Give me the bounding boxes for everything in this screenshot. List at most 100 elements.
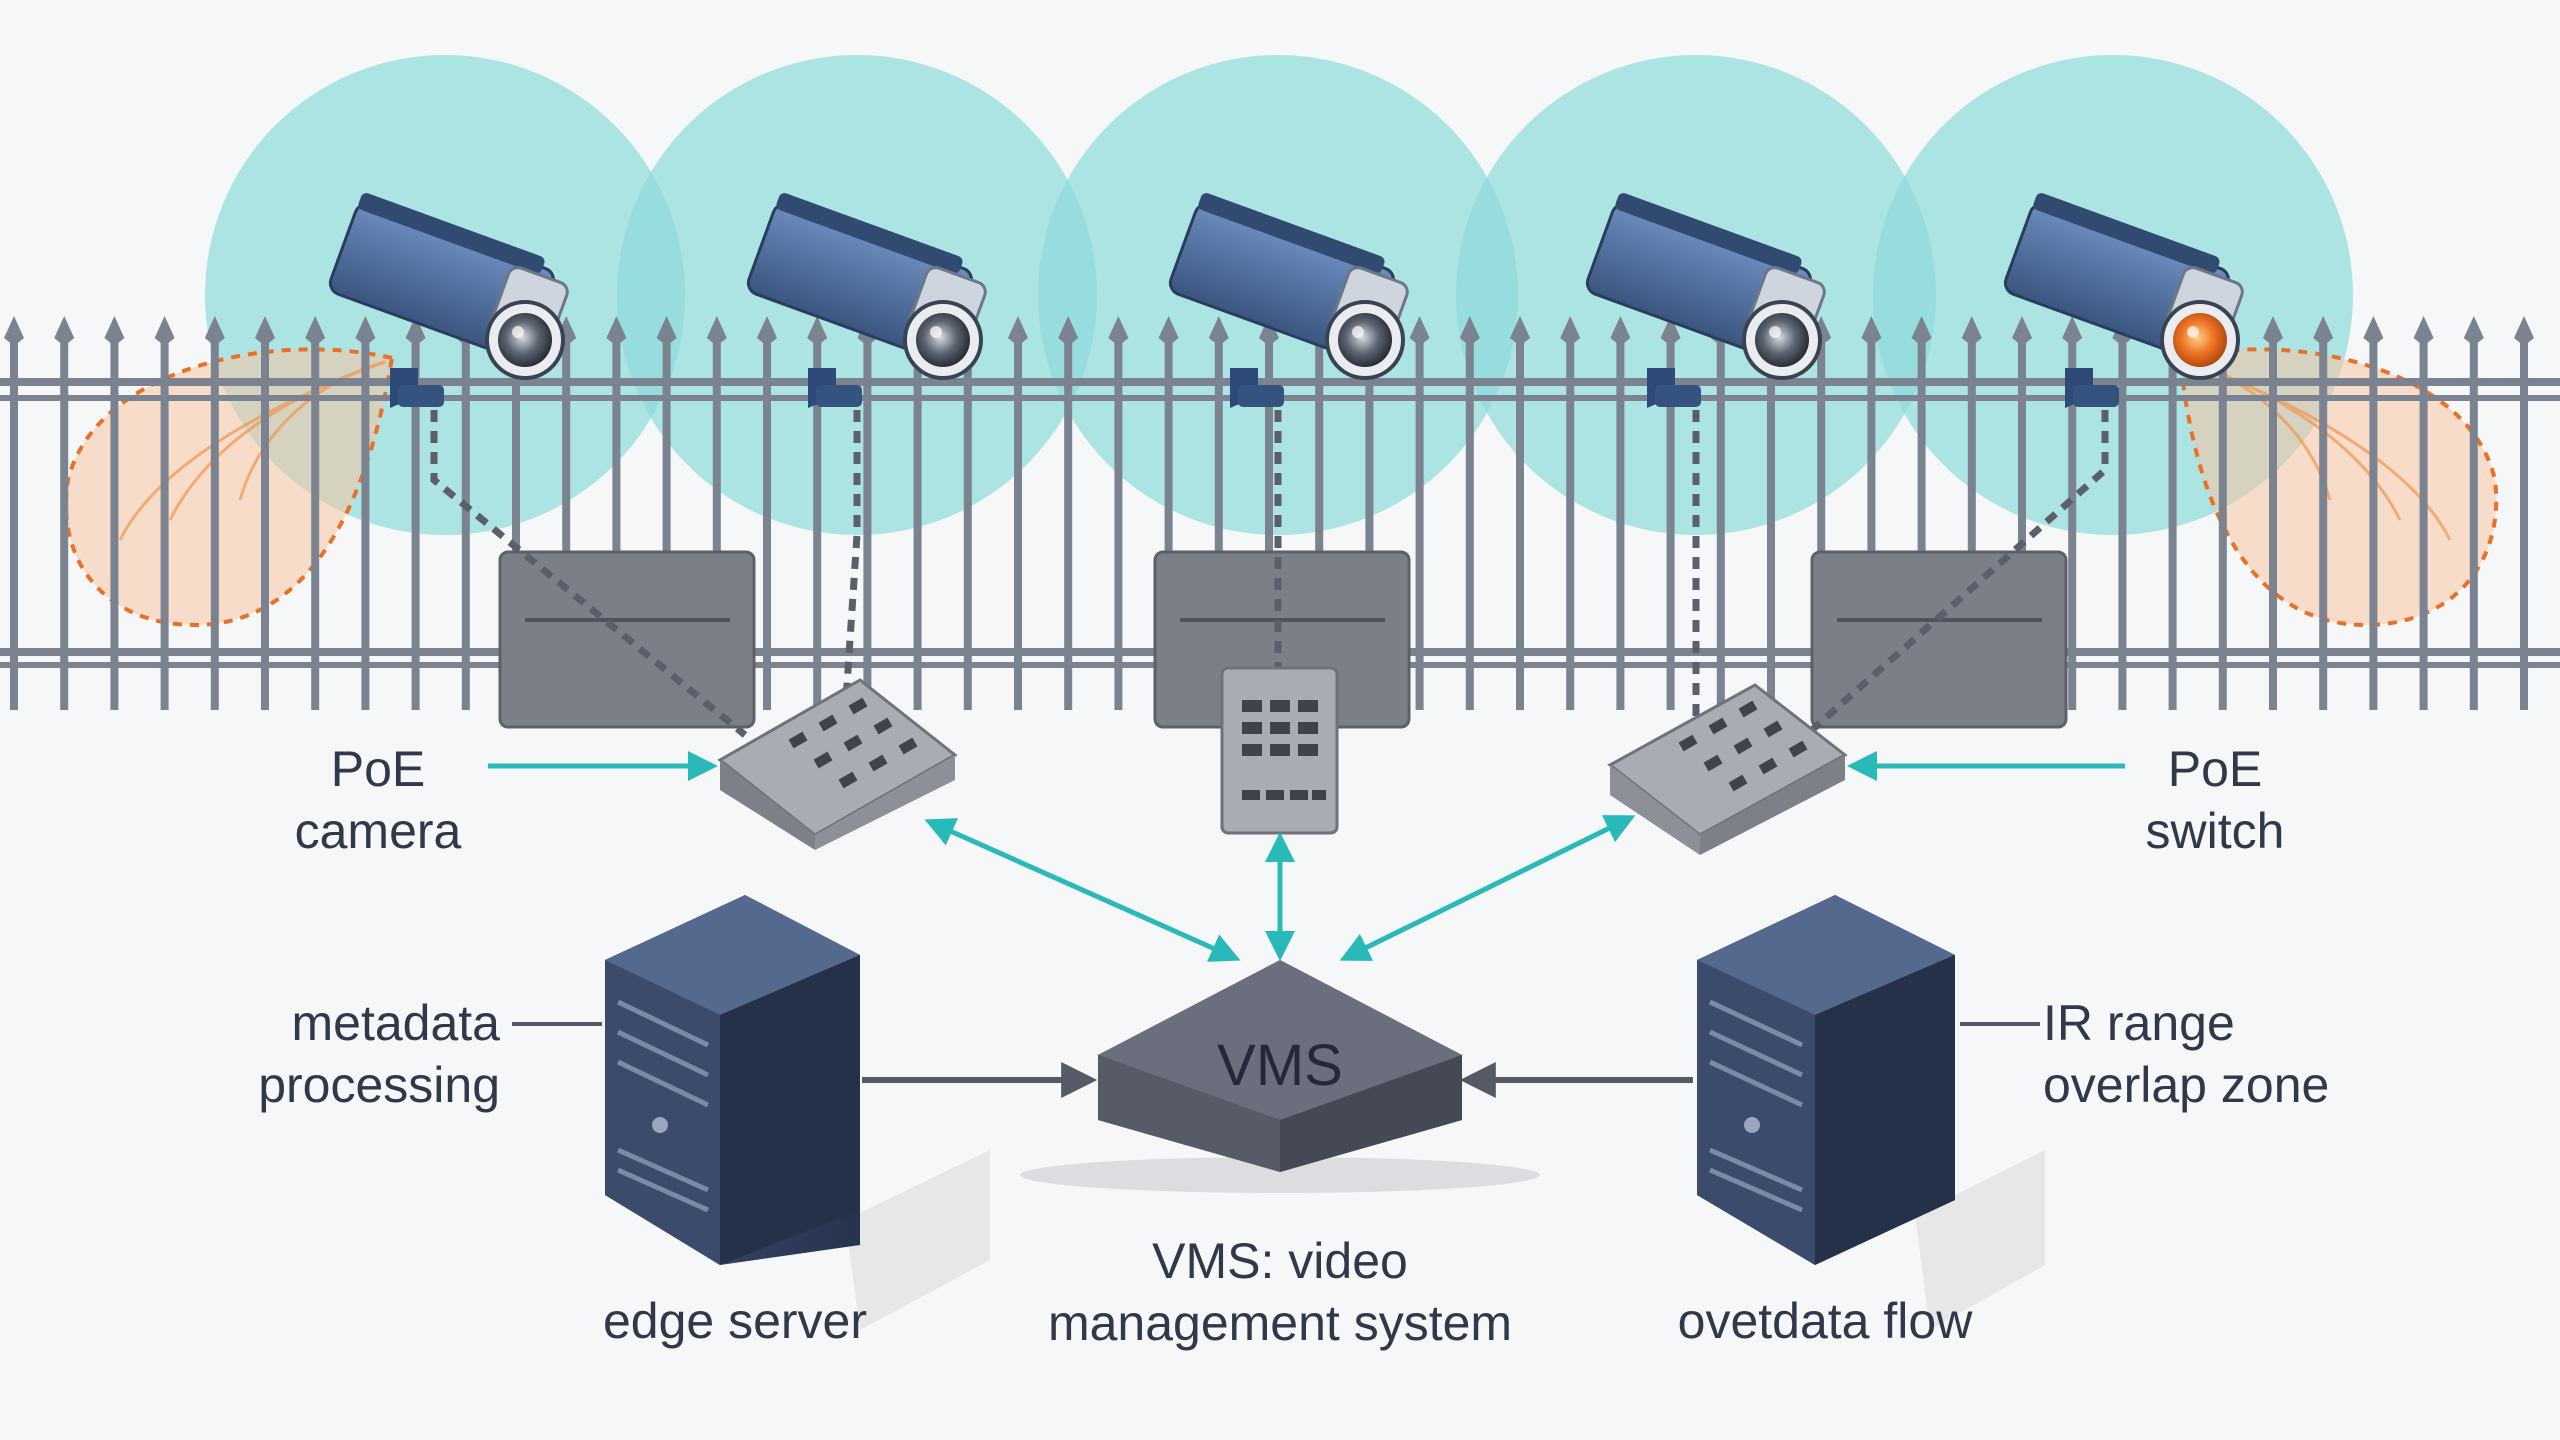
fence-picket: [562, 330, 571, 710]
fence-picket-tip: [1610, 316, 1631, 346]
cameras: [328, 193, 2244, 408]
vms-hub: VMS: [1020, 960, 1540, 1193]
fence-picket-tip: [757, 316, 777, 346]
fence-picket-tip: [1459, 316, 1480, 346]
link-switch-left-vms: [924, 818, 1241, 962]
fence-picket-tip: [104, 316, 125, 346]
fence-picket-tip: [1409, 316, 1430, 346]
label-edge-server: edge server: [602, 1293, 868, 1349]
fence-picket: [160, 330, 169, 710]
fence-picket: [1265, 330, 1273, 710]
fence-picket: [2218, 330, 2227, 710]
fence-picket-tip: [405, 316, 426, 346]
fence-picket-tip: [2363, 316, 2384, 346]
fence-picket-tip: [2263, 316, 2283, 346]
fence-picket-tip: [2313, 316, 2334, 346]
ir-zones: [64, 347, 2499, 628]
fence-picket: [2018, 330, 2026, 710]
fence-picket-tip: [1208, 316, 1229, 346]
fence-picket-tip: [154, 316, 175, 346]
fence-picket: [2319, 330, 2328, 710]
camera-2: [746, 193, 987, 408]
label-poe-camera: PoE camera: [278, 738, 478, 862]
fence-picket: [863, 330, 872, 710]
cable-camera-1: [430, 410, 748, 738]
label-ir-range-overlap: IR range overlap zone: [2043, 992, 2403, 1116]
fence-picket-tip: [1861, 316, 1882, 346]
fence-picket: [2168, 330, 2177, 710]
fence-picket-tip: [1961, 316, 1982, 346]
link-switch-right-vms: [1339, 815, 1636, 961]
fence-picket: [1114, 330, 1123, 710]
cable-camera-2: [838, 410, 861, 761]
fence-picket-tip: [1510, 316, 1530, 346]
label-ir-range-line2: overlap zone: [2043, 1057, 2330, 1113]
fence-picket-tip: [2514, 316, 2534, 346]
fence-picket-tip: [1058, 316, 1079, 346]
fence-picket-tip: [1158, 316, 1179, 346]
fence-picket: [1365, 330, 1374, 710]
fence-picket-tip: [2062, 316, 2083, 346]
fence-picket-tip: [305, 316, 326, 346]
fence-picket: [1666, 330, 1675, 710]
fence-picket: [461, 330, 470, 710]
fence-picket: [963, 330, 972, 710]
fence-picket: [2419, 330, 2428, 710]
edge-server: [605, 895, 990, 1330]
fence-picket: [311, 330, 320, 710]
fence-picket: [512, 330, 520, 710]
fence-picket: [1164, 330, 1173, 710]
fence-picket: [411, 330, 420, 710]
fence-picket: [1315, 330, 1324, 710]
fence-picket: [662, 330, 671, 710]
fence-picket: [60, 330, 69, 710]
label-ir-range-line1: IR range: [2043, 995, 2235, 1051]
fence-picket: [1516, 330, 1524, 710]
fence-picket-tip: [2012, 316, 2032, 346]
poe-switch-center: [1220, 666, 1339, 835]
label-metadata-line1: metadata: [291, 995, 500, 1051]
fence-picket: [612, 330, 621, 710]
fence-picket: [2369, 330, 2378, 710]
camera-5: [2003, 193, 2244, 408]
label-poe-switch: PoE switch: [2115, 738, 2315, 862]
label-vms-description: VMS: video management system: [980, 1230, 1580, 1354]
label-poe-camera-line2: camera: [294, 803, 462, 859]
vms-hub-label: VMS: [1217, 1033, 1343, 1098]
fence-picket: [110, 330, 119, 710]
fence-picket: [1214, 330, 1223, 710]
poe-switch-left: [717, 678, 958, 850]
fence-picket: [2269, 330, 2277, 710]
fence-picket-tip: [1560, 316, 1581, 346]
network-links: [924, 815, 1636, 962]
fence-picket-tip: [54, 316, 75, 346]
fence-picket-tip: [1108, 316, 1129, 346]
fence-picket: [1415, 330, 1424, 710]
fence-picket: [712, 330, 721, 710]
label-metadata-processing: metadata processing: [180, 992, 500, 1116]
label-vms-line2: management system: [1047, 1295, 1513, 1351]
fence-picket: [10, 330, 18, 710]
fence-picket: [1817, 330, 1826, 710]
fence-picket-tip: [1008, 316, 1028, 346]
data-server: [1697, 895, 2045, 1330]
fence-picket: [763, 330, 771, 710]
fence-picket: [1767, 330, 1775, 710]
fence-picket: [1014, 330, 1022, 710]
label-poe-switch-line2: switch: [2145, 803, 2285, 859]
camera-1: [328, 193, 569, 408]
fence-picket: [2469, 330, 2478, 710]
fence-picket: [2520, 330, 2528, 710]
fence-picket-tip: [2463, 316, 2484, 346]
fence-picket-tip: [355, 316, 376, 346]
fence-picket-tip: [204, 316, 225, 346]
label-data-flow: ovetdata flow: [1677, 1293, 1973, 1349]
fence-picket-tip: [1660, 316, 1681, 346]
enclosure-right: [1810, 550, 2068, 729]
fence-picket-tip: [2413, 316, 2434, 346]
fence-picket-tip: [1911, 316, 1932, 346]
ir-zone-left: [64, 347, 395, 628]
fence-picket: [210, 330, 219, 710]
fence-picket-tip: [807, 316, 828, 346]
